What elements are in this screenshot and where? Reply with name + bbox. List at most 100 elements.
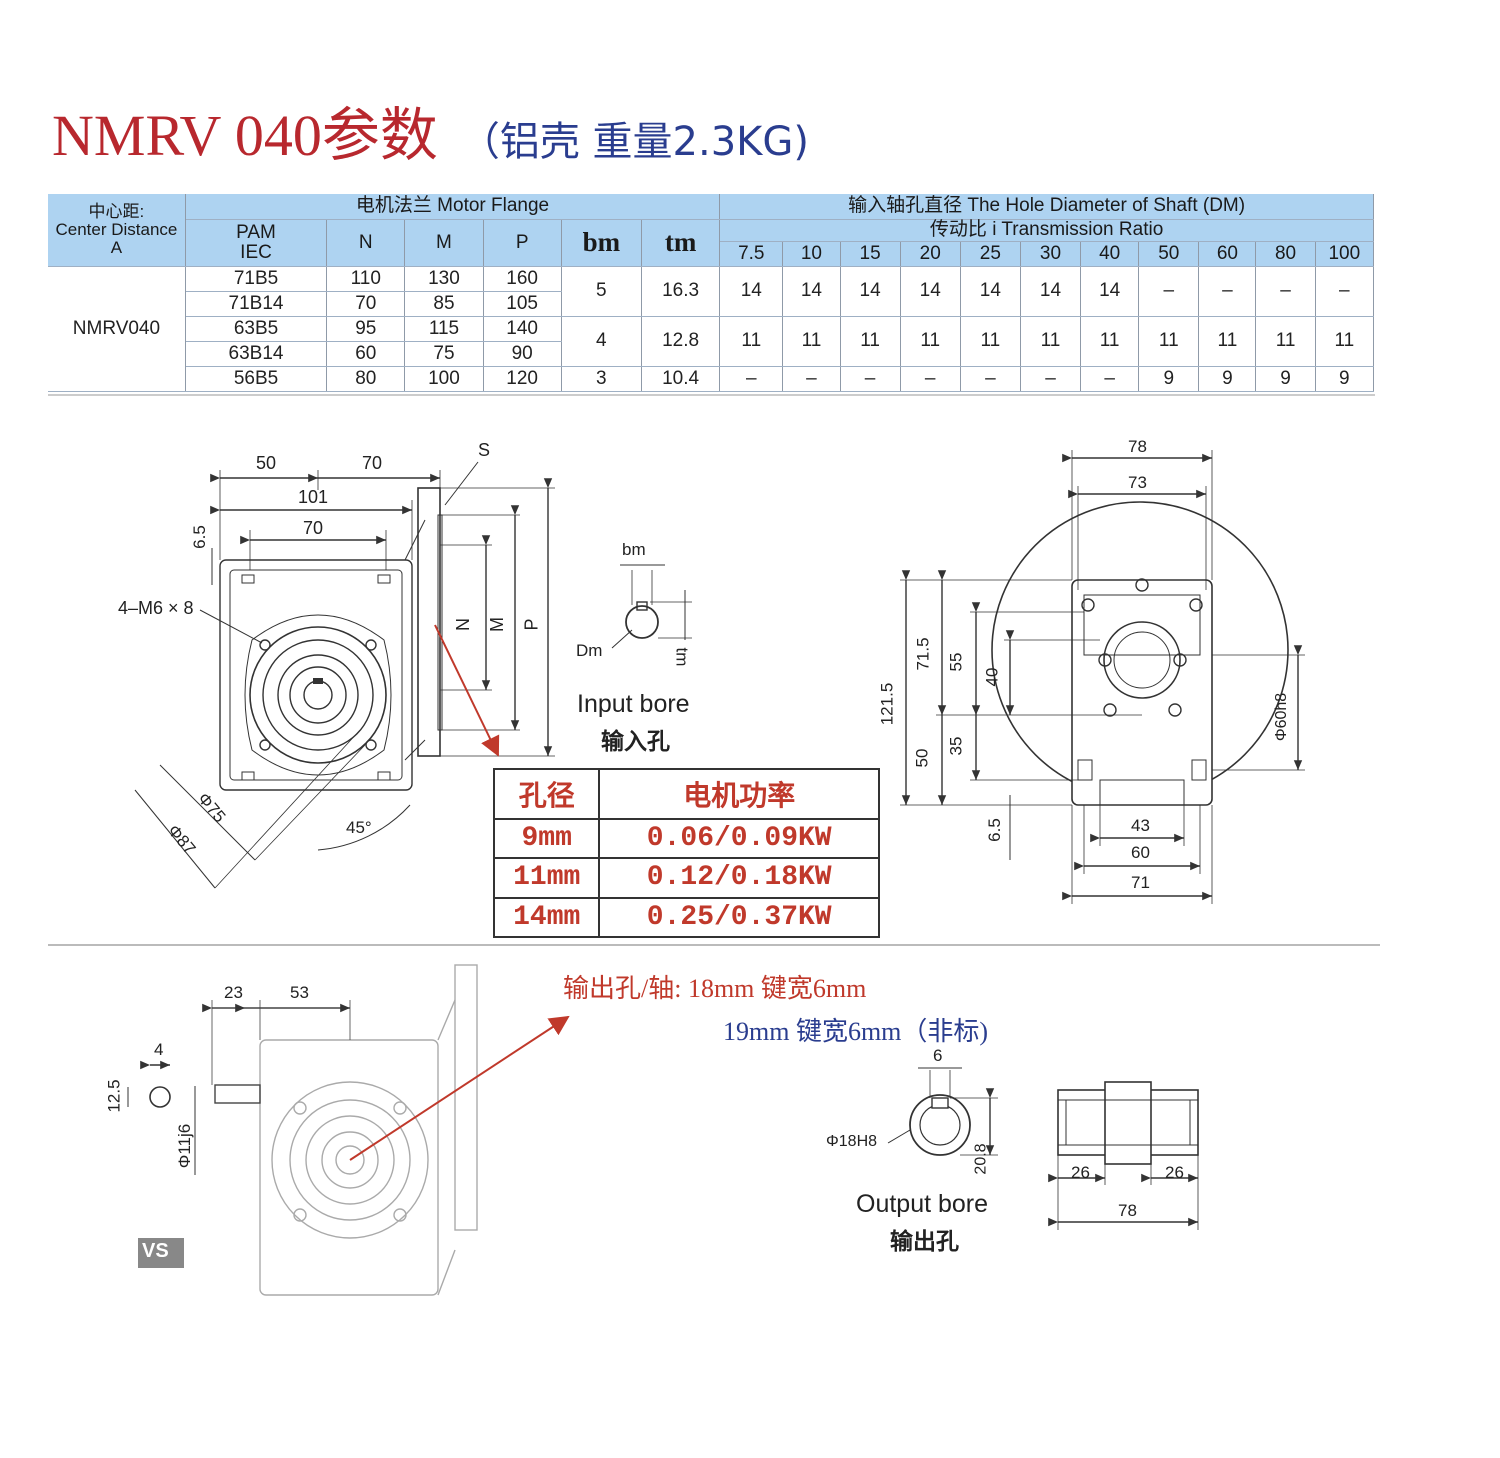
dm-cell: 11 xyxy=(719,316,784,367)
dim-label: 71 xyxy=(1131,873,1150,892)
dim-label: tm xyxy=(672,647,692,667)
power-value-cell: 0.25/0.37KW xyxy=(598,896,880,939)
m-cell: 75 xyxy=(404,341,484,367)
dm-cell: 14 xyxy=(719,266,784,317)
ratio-cell: 60 xyxy=(1198,241,1257,267)
p-cell: 105 xyxy=(483,291,562,317)
dim-label: Φ60h8 xyxy=(1273,692,1291,742)
dim-label: 6 xyxy=(933,1046,943,1065)
bm-cell: 3 xyxy=(561,366,642,392)
input-bore-label-cn: 输入孔 xyxy=(601,728,670,754)
dim-label: S xyxy=(478,440,491,460)
ratio-cell: 100 xyxy=(1315,241,1375,267)
output-note-line-2: 19mm 键宽6mm（非标) xyxy=(723,1017,989,1046)
power-bore-cell: 11mm xyxy=(492,857,601,899)
hub-section xyxy=(1048,1081,1199,1230)
header-tm: tm xyxy=(641,219,721,267)
dim-label: 70 xyxy=(362,453,383,473)
power-value-cell: 0.12/0.18KW xyxy=(598,857,880,899)
header-n: N xyxy=(326,219,406,267)
dm-cell: 11 xyxy=(1315,316,1375,367)
dm-cell: 14 xyxy=(900,266,961,317)
dm-cell: – xyxy=(1020,366,1082,392)
power-header-power: 电机功率 xyxy=(598,768,880,820)
p-cell: 90 xyxy=(483,341,562,367)
pam-cell: 56B5 xyxy=(185,366,328,392)
dm-cell: – xyxy=(840,366,901,392)
dm-cell: – xyxy=(719,366,784,392)
dm-cell: 11 xyxy=(1138,316,1200,367)
title-subtitle: （铝壳 重量2.3KG) xyxy=(459,119,810,165)
dim-label: P xyxy=(521,618,542,631)
ratio-cell: 80 xyxy=(1255,241,1316,267)
header-motor-flange: 电机法兰 Motor Flange xyxy=(185,194,721,220)
dim-label: 43 xyxy=(1131,816,1150,835)
dim-label: 121.5 xyxy=(877,682,897,726)
ratio-cell: 10 xyxy=(782,241,841,267)
m-cell: 130 xyxy=(404,266,484,292)
dm-cell: 9 xyxy=(1255,366,1316,392)
dim-label: 26 xyxy=(1071,1163,1090,1182)
dim-label: M xyxy=(487,617,507,632)
tm-cell: 12.8 xyxy=(641,316,721,367)
header-m: M xyxy=(404,219,484,267)
dm-cell: 11 xyxy=(1255,316,1316,367)
dim-label: 71.5 xyxy=(913,637,933,671)
header-p: P xyxy=(483,219,562,267)
power-bore-cell: 9mm xyxy=(492,817,601,860)
dm-cell: 14 xyxy=(1080,266,1140,317)
dm-cell: 11 xyxy=(1198,316,1257,367)
header-hole-diameter: 输入轴孔直径 The Hole Diameter of Shaft (DM) xyxy=(719,194,1374,220)
p-cell: 160 xyxy=(483,266,562,292)
power-value-cell: 0.06/0.09KW xyxy=(598,817,880,860)
dim-label: 78 xyxy=(1118,1201,1137,1220)
dm-cell: 11 xyxy=(1080,316,1140,367)
dm-cell: 11 xyxy=(840,316,901,367)
pam-cell: 63B5 xyxy=(185,316,328,342)
p-cell: 120 xyxy=(483,366,562,392)
dim-label: 4 xyxy=(154,1040,164,1059)
dm-cell: – xyxy=(1198,266,1257,317)
dim-label: 53 xyxy=(290,983,309,1002)
output-note: 输出孔/轴: 18mm 键宽6mm 19mm 键宽6mm（非标) xyxy=(563,968,988,1048)
bottom-view xyxy=(202,964,478,1296)
dim-label: 40 xyxy=(982,667,1002,687)
dm-cell: 11 xyxy=(782,316,841,367)
dim-label: 20.8 xyxy=(972,1143,990,1175)
title-main: NMRV 040参数 xyxy=(52,103,438,168)
n-cell: 60 xyxy=(326,341,406,367)
pam-cell: 63B14 xyxy=(185,341,328,367)
dm-cell: – xyxy=(900,366,961,392)
dm-cell: 14 xyxy=(1020,266,1082,317)
n-cell: 110 xyxy=(326,266,406,292)
header-ratio: 传动比 i Transmission Ratio xyxy=(719,219,1374,242)
output-note-line-1: 输出孔/轴: 18mm 键宽6mm xyxy=(563,974,867,1003)
bm-cell: 4 xyxy=(561,316,642,367)
dm-cell: 14 xyxy=(782,266,841,317)
dm-cell: – xyxy=(1255,266,1316,317)
dim-label: 6.5 xyxy=(984,818,1004,842)
input-bore-detail xyxy=(611,564,692,649)
dim-label: 60 xyxy=(1131,843,1150,862)
dm-cell: – xyxy=(1080,366,1140,392)
ratio-cell: 15 xyxy=(840,241,901,267)
header-bm: bm xyxy=(561,219,642,267)
vs-logo: VS xyxy=(142,1240,169,1262)
dim-label: 26 xyxy=(1165,1163,1184,1182)
dim-label: Dm xyxy=(576,641,603,660)
dim-label: 45° xyxy=(346,818,372,837)
output-bore-detail xyxy=(887,1067,998,1156)
red-arrow-output xyxy=(349,1015,570,1161)
vs-logo-badge xyxy=(138,1238,184,1268)
power-header-bore: 孔径 xyxy=(492,768,601,820)
dm-cell: 11 xyxy=(1020,316,1082,367)
side-view xyxy=(900,450,1305,904)
m-cell: 85 xyxy=(404,291,484,317)
m-cell: 115 xyxy=(404,316,484,342)
dim-label: 73 xyxy=(1128,473,1147,492)
dm-cell: 9 xyxy=(1138,366,1200,392)
